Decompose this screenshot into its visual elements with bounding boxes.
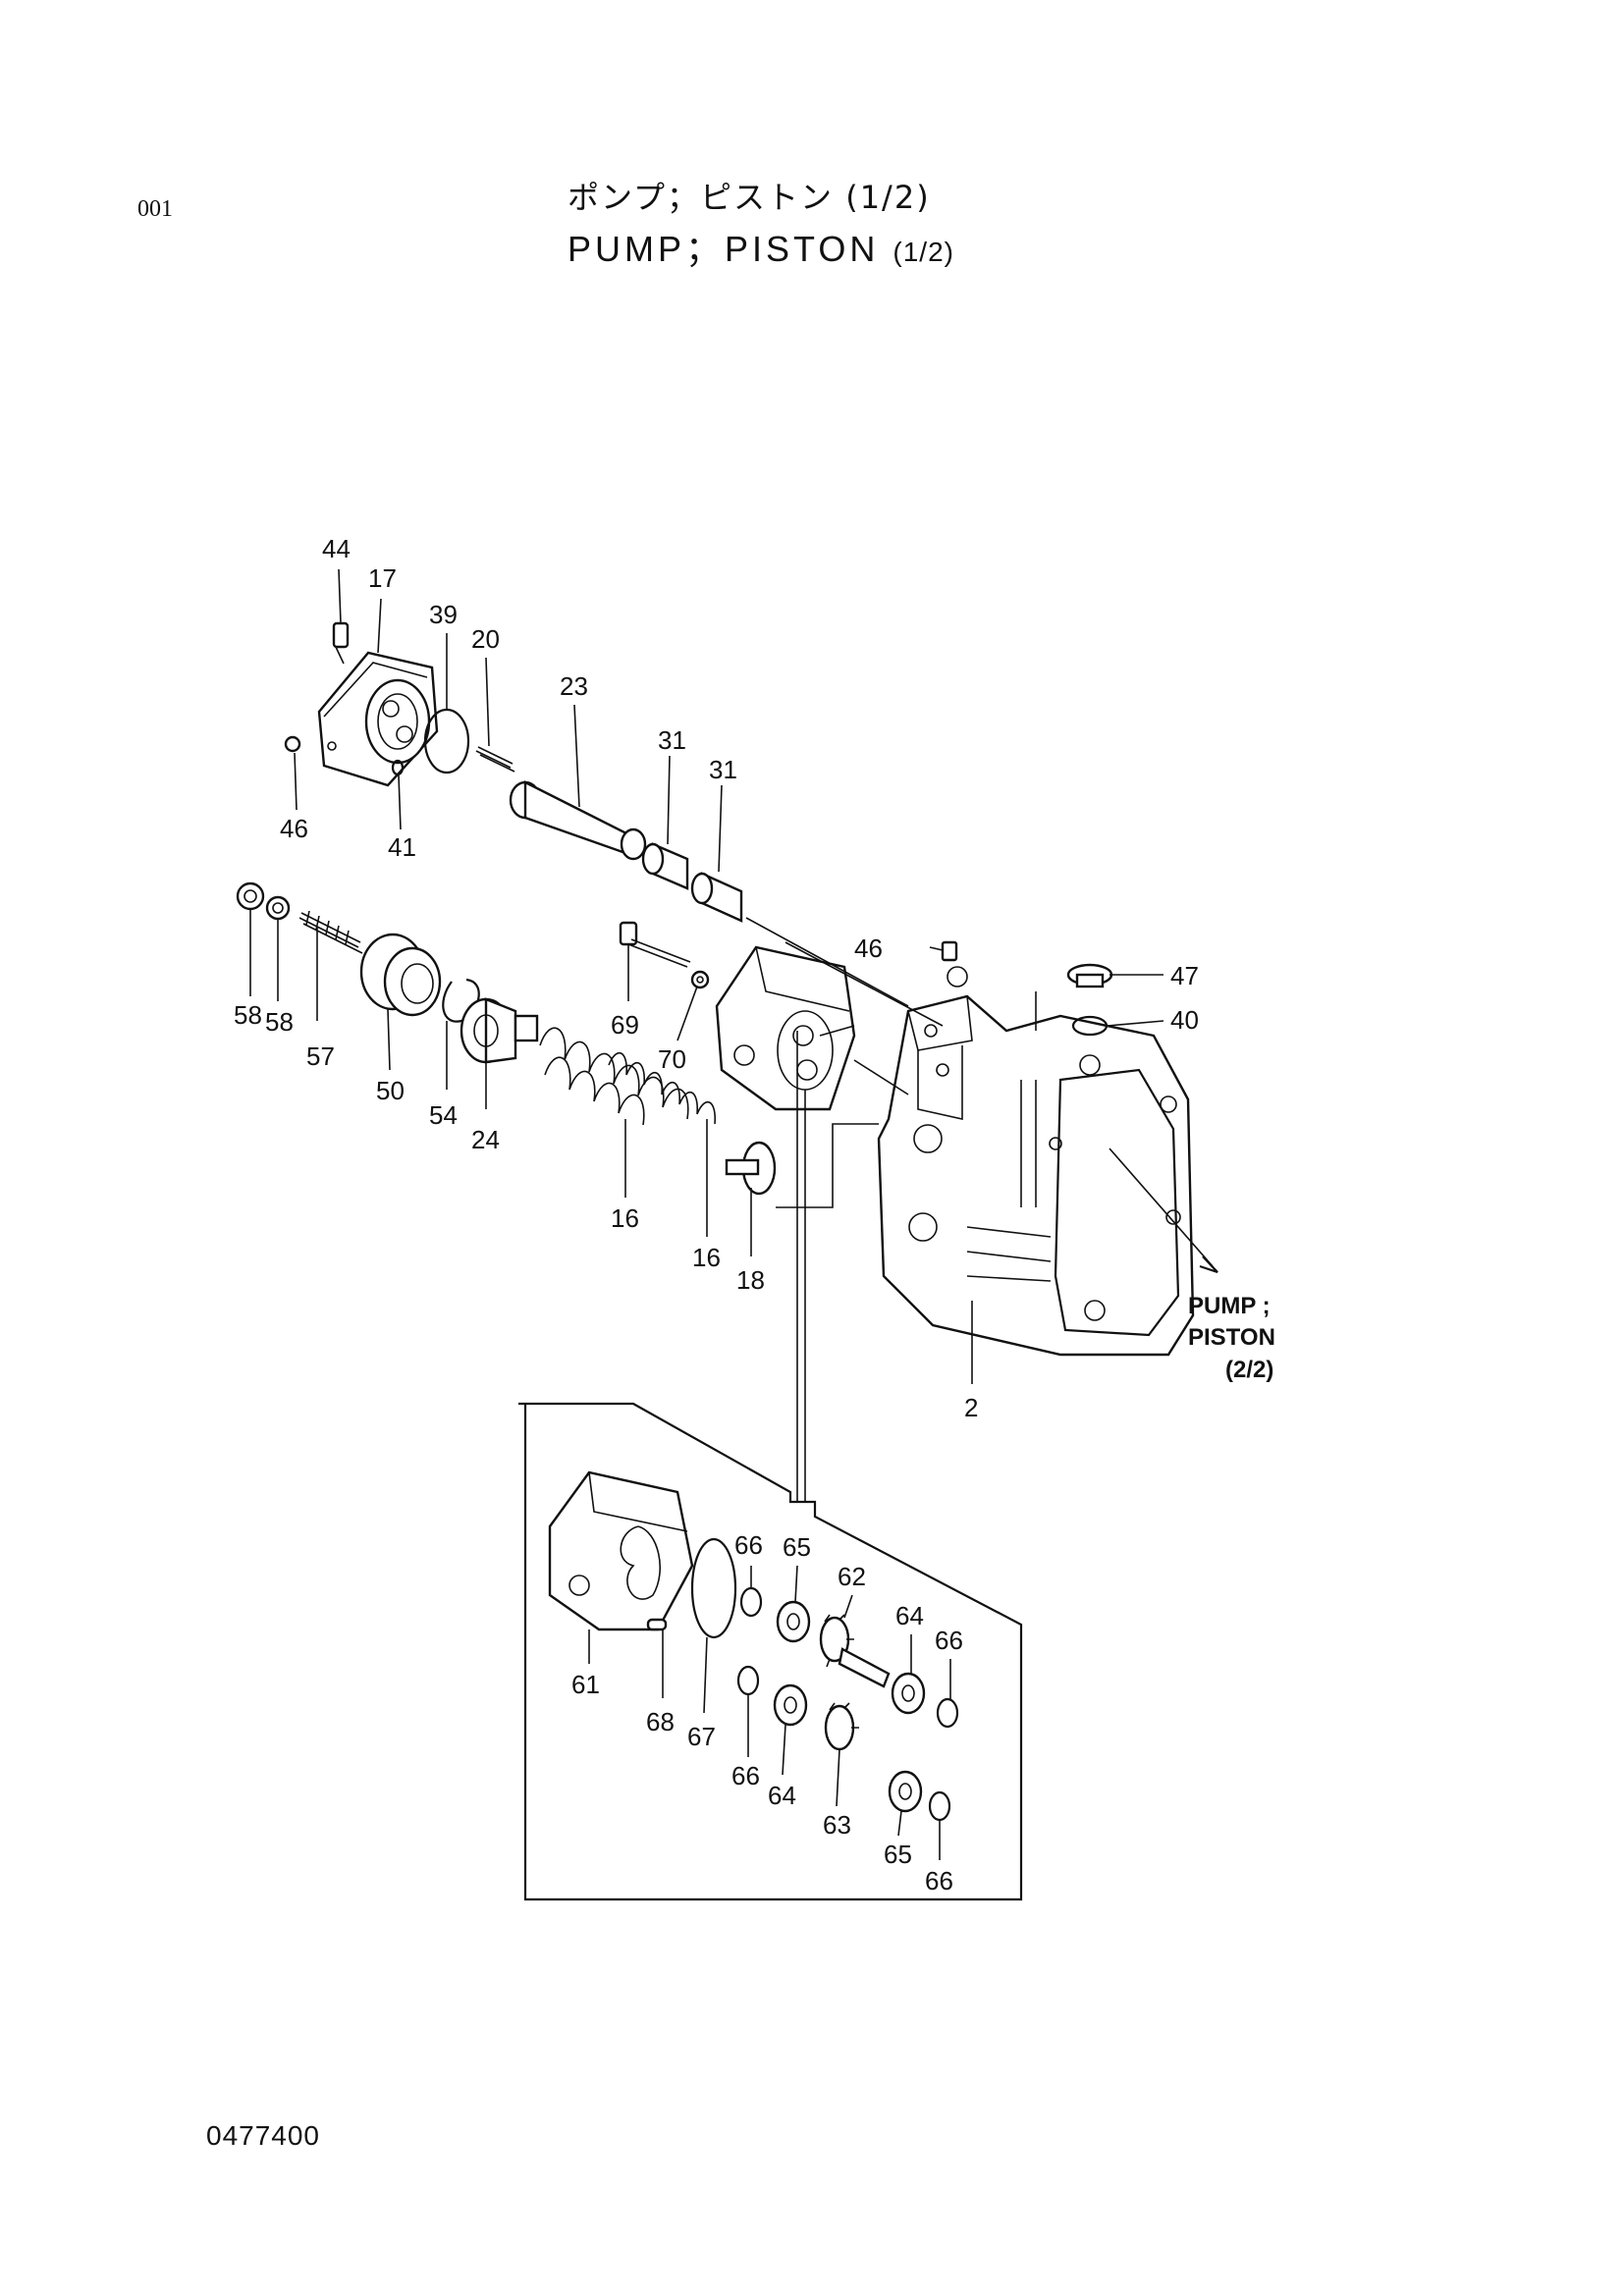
- bushing-part-64-b: [773, 1683, 808, 1727]
- label-63: 63: [823, 1810, 851, 1840]
- label-41: 41: [388, 832, 416, 862]
- label-69: 69: [611, 1010, 639, 1040]
- washer-part-70: [690, 970, 710, 989]
- label-23: 23: [560, 671, 588, 701]
- bushing-part-64-a: [891, 1672, 926, 1715]
- label-68: 68: [646, 1707, 675, 1736]
- cross-ref-line-1: PUMP ;: [1188, 1293, 1271, 1319]
- label-20: 20: [471, 624, 500, 654]
- page-number: 001: [137, 196, 173, 222]
- adjust-screw-part-57: [298, 910, 363, 954]
- label-24: 24: [471, 1125, 500, 1154]
- oring-part-39: [423, 708, 470, 774]
- label-66-a: 66: [734, 1530, 763, 1560]
- spring-outer-part-16: [539, 1027, 689, 1126]
- cross-ref-line-3: (2/2): [1225, 1357, 1273, 1383]
- gear-pump-assembly: [715, 945, 856, 1111]
- label-64-b: 64: [768, 1781, 796, 1810]
- sleeve-part-31-b: [690, 872, 743, 923]
- label-46-upper: 46: [280, 814, 308, 843]
- piston-part-24: [460, 997, 539, 1064]
- label-47: 47: [1170, 961, 1199, 990]
- seat-part-18: [725, 1141, 777, 1196]
- cross-reference-note: PUMP ; PISTON (2/2): [1188, 1293, 1275, 1383]
- label-58-a: 58: [234, 1000, 262, 1030]
- inset-frame: [518, 1402, 1023, 1901]
- nut-part-58-a: [236, 881, 265, 911]
- label-16-inner: 16: [692, 1243, 721, 1272]
- label-39: 39: [429, 600, 458, 629]
- spring-pin-part-20: [475, 746, 515, 773]
- label-66-c: 66: [731, 1761, 760, 1790]
- part-number-labels: 44 17 39 20 23 31 31 46 41 58 58 57 50 5…: [234, 534, 1199, 1896]
- plug-part-47: [1066, 963, 1113, 988]
- small-ring-part-41: [391, 759, 405, 776]
- oring-part-66-c: [736, 1665, 760, 1696]
- spring-inner-part-16: [608, 1051, 716, 1125]
- title-japanese: ポンプ；ピストン (1/2): [568, 179, 931, 216]
- bushing-part-65-a: [776, 1600, 811, 1643]
- title-english-sheet: (1/2): [893, 237, 954, 267]
- washer-part-58-b: [265, 895, 291, 921]
- label-66-d: 66: [925, 1866, 953, 1896]
- sleeve-part-31-a: [641, 842, 689, 890]
- label-58-b: 58: [265, 1007, 294, 1037]
- oring-part-67: [690, 1537, 737, 1639]
- cap-part-50: [359, 933, 442, 1017]
- label-leader-lines: [249, 568, 1164, 1860]
- gear-pump-body-part-61: [548, 1470, 694, 1631]
- label-18: 18: [736, 1265, 765, 1295]
- drive-gear-part-62: [819, 1614, 891, 1688]
- bolt-part-69: [619, 921, 691, 968]
- label-65-a: 65: [783, 1532, 811, 1562]
- label-70: 70: [658, 1044, 686, 1074]
- label-40: 40: [1170, 1005, 1199, 1035]
- label-54: 54: [429, 1100, 458, 1130]
- label-67: 67: [687, 1722, 716, 1751]
- title-english-main: PUMP；PISTON: [568, 229, 880, 269]
- label-62: 62: [838, 1562, 866, 1591]
- bolt-part-44: [332, 621, 350, 665]
- pump-housing-part-2: [877, 966, 1195, 1357]
- oring-part-40: [1071, 1015, 1109, 1037]
- plug-part-46-lower: [941, 940, 958, 962]
- title-english: PUMP；PISTON (1/2): [568, 221, 954, 272]
- label-61: 61: [571, 1670, 600, 1699]
- label-50: 50: [376, 1076, 405, 1105]
- bushing-part-65-b: [888, 1770, 923, 1813]
- oring-part-66-d: [928, 1790, 951, 1822]
- label-46-lower: 46: [854, 934, 883, 963]
- pin-part-68: [646, 1618, 668, 1631]
- label-44: 44: [322, 534, 351, 563]
- drawing-code: 0477400: [206, 2120, 321, 2151]
- cover-part-17: [317, 651, 439, 787]
- label-66-b: 66: [935, 1626, 963, 1655]
- label-31-a: 31: [658, 725, 686, 755]
- driven-gear-part-63: [824, 1702, 859, 1751]
- assembly-guide-lines: [745, 917, 1218, 1502]
- label-16-outer: 16: [611, 1203, 639, 1233]
- cross-ref-line-2: PISTON: [1188, 1324, 1275, 1351]
- oring-part-66-a: [739, 1586, 763, 1618]
- spool-part-23: [509, 780, 647, 861]
- plug-part-46-upper: [284, 735, 301, 753]
- label-31-b: 31: [709, 755, 737, 784]
- label-2: 2: [964, 1393, 978, 1422]
- label-17: 17: [368, 563, 397, 593]
- label-65-b: 65: [884, 1840, 912, 1869]
- label-57: 57: [306, 1041, 335, 1071]
- oring-part-66-b: [936, 1697, 959, 1729]
- label-64-a: 64: [895, 1601, 924, 1630]
